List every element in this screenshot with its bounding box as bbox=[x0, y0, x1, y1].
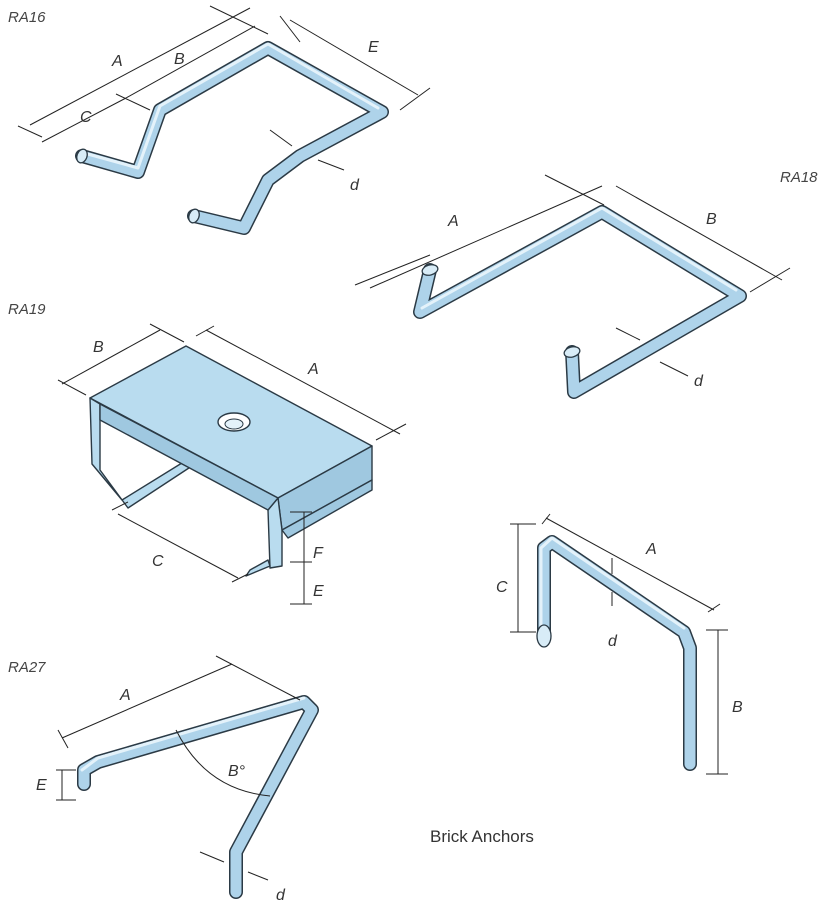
ra19-label-a: A bbox=[307, 361, 319, 378]
ra16-dimensions bbox=[17, 5, 431, 171]
ra16-label-e: E bbox=[368, 39, 379, 56]
ra18-rod bbox=[413, 205, 747, 399]
diagram-caption: Brick Anchors bbox=[430, 827, 534, 846]
anchor-ra16: RA16 A B C E bbox=[8, 5, 431, 235]
tag-ra18: RA18 bbox=[780, 169, 818, 186]
ra27-label-a: A bbox=[119, 687, 131, 704]
ra19-plate bbox=[89, 345, 373, 577]
ra19-label-f: F bbox=[313, 545, 324, 562]
ra27-dimensions bbox=[56, 655, 301, 881]
ra19-dimensions bbox=[57, 323, 407, 605]
ra18-label-b: B bbox=[706, 211, 717, 228]
ra18-dimensions bbox=[354, 174, 791, 377]
anchor-ra19: RA19 bbox=[8, 301, 407, 605]
ra18-label-a: A bbox=[447, 213, 459, 230]
tag-ra19: RA19 bbox=[8, 301, 46, 318]
tag-ra27: RA27 bbox=[8, 659, 46, 676]
u-shape-dimensions bbox=[510, 513, 728, 775]
ra19-label-b: B bbox=[93, 339, 104, 356]
ra16-label-c: C bbox=[80, 109, 92, 126]
ra27-label-b-angle: B° bbox=[228, 763, 246, 780]
anchor-ra18: RA18 A B d bbox=[354, 169, 818, 399]
ra27-label-d: d bbox=[276, 887, 286, 904]
ra16-label-a: A bbox=[111, 53, 123, 70]
anchor-u-shape: C A d B bbox=[496, 513, 743, 775]
ra16-label-d: d bbox=[350, 177, 360, 194]
u-shape-label-b: B bbox=[732, 699, 743, 716]
ra27-rod bbox=[77, 695, 319, 899]
ra18-label-d: d bbox=[694, 373, 704, 390]
anchor-ra27: RA27 A B° E d bbox=[8, 655, 319, 904]
ra27-label-e: E bbox=[36, 777, 47, 794]
u-shape-rod bbox=[536, 535, 697, 771]
u-shape-label-c: C bbox=[496, 579, 508, 596]
u-shape-label-d: d bbox=[608, 633, 618, 650]
ra19-label-e: E bbox=[313, 583, 324, 600]
ra16-label-b: B bbox=[174, 51, 185, 68]
tag-ra16: RA16 bbox=[8, 9, 46, 26]
ra19-label-c: C bbox=[152, 553, 164, 570]
ra16-rod bbox=[75, 41, 389, 235]
u-shape-label-a: A bbox=[645, 541, 657, 558]
